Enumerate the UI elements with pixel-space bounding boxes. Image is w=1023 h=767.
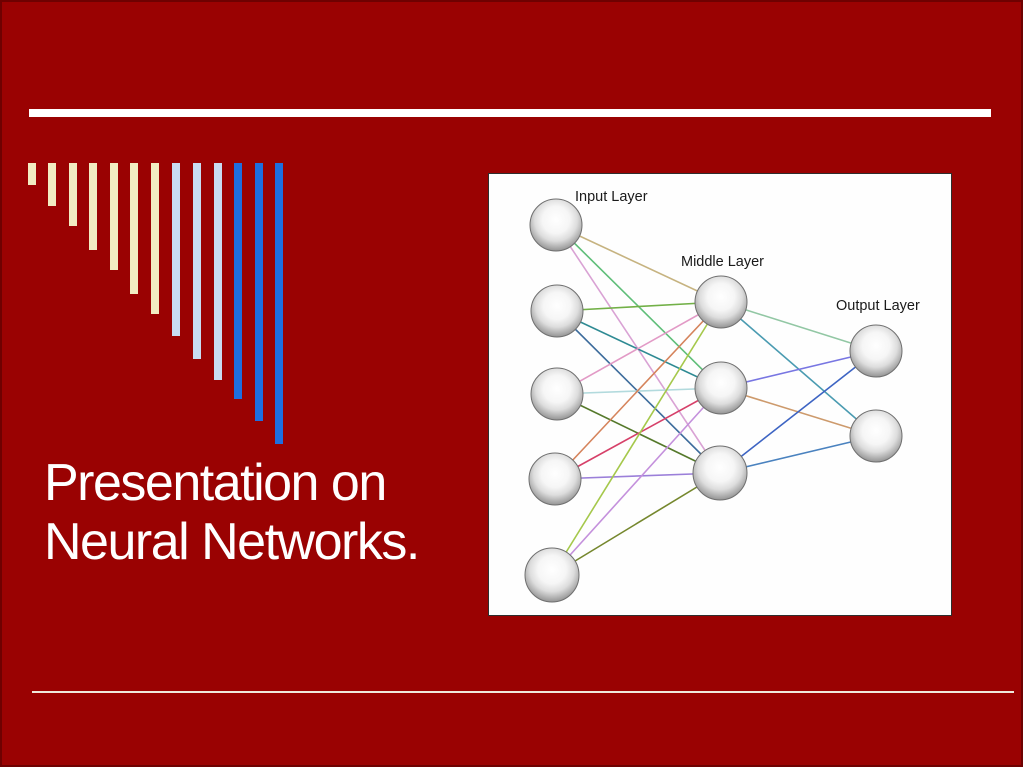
label-input-layer: Input Layer bbox=[575, 189, 648, 205]
node-input-i3 bbox=[530, 367, 584, 421]
decor-bar-light_blue bbox=[214, 163, 222, 380]
node-middle-m1 bbox=[694, 275, 748, 329]
node-middle-m3 bbox=[692, 445, 748, 501]
label-middle-layer: Middle Layer bbox=[681, 254, 764, 270]
edge-i5-m3 bbox=[551, 472, 721, 576]
edge-i2-m1 bbox=[556, 301, 722, 312]
decor-bar-cream bbox=[110, 163, 118, 270]
slide-title: Presentation on Neural Networks. bbox=[44, 454, 420, 572]
node-input-i1 bbox=[529, 198, 583, 252]
edge-i5-m2 bbox=[551, 387, 722, 576]
bottom-divider-rule bbox=[32, 691, 1014, 693]
decor-bar-cream bbox=[48, 163, 56, 206]
node-output-o1 bbox=[849, 324, 903, 378]
edge-i2-m3 bbox=[556, 310, 721, 474]
edge-i3-m1 bbox=[556, 301, 722, 395]
edge-i5-m1 bbox=[551, 301, 722, 576]
edge-m2-o1 bbox=[720, 350, 877, 389]
decor-bar-blue bbox=[234, 163, 242, 399]
node-input-i2 bbox=[530, 284, 584, 338]
top-divider-rule bbox=[29, 109, 991, 117]
decor-bar-blue bbox=[275, 163, 283, 444]
edge-m1-o1 bbox=[720, 301, 877, 352]
node-output-o2 bbox=[849, 409, 903, 463]
decor-bar-cream bbox=[151, 163, 159, 314]
edge-m3-o1 bbox=[719, 350, 877, 474]
decor-bar-cream bbox=[89, 163, 97, 250]
edge-i4-m2 bbox=[554, 387, 722, 480]
edge-i2-m2 bbox=[556, 310, 722, 389]
edge-i1-m1 bbox=[555, 224, 722, 303]
label-output-layer: Output Layer bbox=[836, 298, 920, 314]
edge-i4-m1 bbox=[554, 301, 722, 480]
edge-i4-m3 bbox=[554, 472, 721, 480]
decor-bar-cream bbox=[28, 163, 36, 185]
decor-bar-light_blue bbox=[193, 163, 201, 359]
slide-title-line-1: Presentation on bbox=[44, 454, 387, 512]
node-middle-m2 bbox=[694, 361, 748, 415]
decor-bar-blue bbox=[255, 163, 263, 421]
decor-bar-cream bbox=[130, 163, 138, 294]
decor-bar-cream bbox=[69, 163, 77, 226]
node-input-i5 bbox=[524, 547, 580, 603]
edge-i3-m2 bbox=[556, 387, 722, 395]
node-input-i4 bbox=[528, 452, 582, 506]
slide-title-line-2: Neural Networks. bbox=[44, 513, 420, 571]
decor-bar-light_blue bbox=[172, 163, 180, 336]
